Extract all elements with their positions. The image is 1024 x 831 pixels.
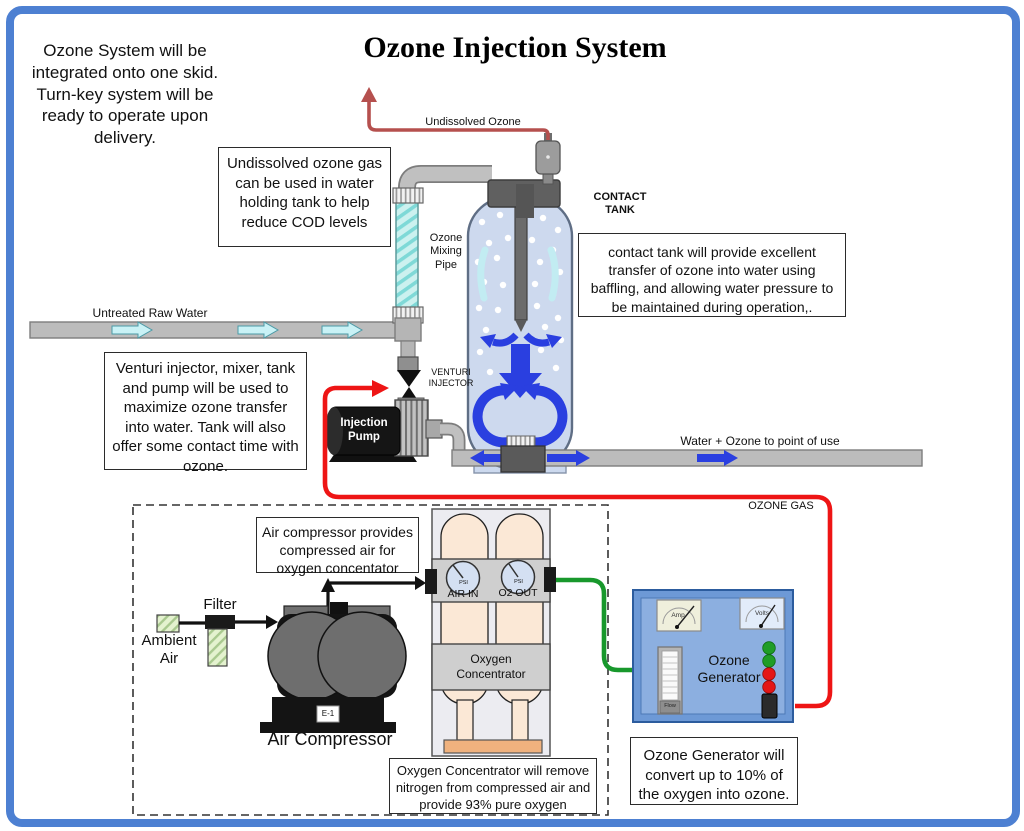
volts-meter bbox=[739, 597, 785, 630]
flow-label: Flow bbox=[664, 703, 676, 709]
generator-note: Ozone Generator will convert up to 10% o… bbox=[630, 737, 798, 805]
injection-pump-label: Injection Pump bbox=[340, 417, 388, 444]
ozone-gas-label: OZONE GAS bbox=[748, 500, 814, 512]
compressor-e1-label: E-1 bbox=[321, 709, 335, 718]
air-in-port bbox=[425, 569, 437, 594]
outlet-flow-arrows bbox=[470, 450, 738, 466]
untreated-raw-water-label: Untreated Raw Water bbox=[92, 306, 208, 320]
page-title: Ozone Injection System bbox=[363, 31, 667, 64]
ozone-mixing-pipe-label: Ozone Mixing Pipe bbox=[429, 232, 463, 271]
flow-meter bbox=[657, 646, 683, 715]
ozone-gas-line bbox=[322, 380, 833, 709]
tank-bottom-fitting bbox=[500, 435, 546, 473]
tank-flow-arrows bbox=[472, 332, 568, 448]
contact-tank-label: CONTACT TANK bbox=[593, 191, 647, 217]
oxygen-line bbox=[556, 577, 634, 673]
amp-label: Amp bbox=[671, 612, 685, 619]
concentrator-note: Oxygen Concentrator will remove nitrogen… bbox=[389, 758, 597, 814]
venturi-injector-label: VENTURI INJECTOR bbox=[428, 367, 474, 388]
led-red-2 bbox=[762, 680, 776, 694]
ozone-generator-label: Ozone Generator bbox=[697, 652, 761, 686]
water-ozone-label: Water + Ozone to point of use bbox=[680, 434, 840, 448]
amp-meter bbox=[656, 599, 702, 632]
ozone-generator bbox=[632, 589, 794, 723]
air-compressor-label: Air Compressor bbox=[267, 729, 393, 749]
air-in-label: AIR IN bbox=[447, 588, 479, 600]
led-green-2 bbox=[762, 654, 776, 668]
air-filter bbox=[205, 615, 278, 667]
tank-cyan-arrow-left bbox=[477, 246, 489, 302]
o2-out-port bbox=[544, 567, 556, 592]
contact-tank-note: contact tank will provide excellent tran… bbox=[578, 233, 846, 317]
ambient-air-intake bbox=[156, 614, 206, 633]
undissolved-ozone-label: Undissolved Ozone bbox=[425, 116, 521, 128]
page-border bbox=[6, 6, 1020, 827]
oxygen-concentrator-label: Oxygen Concentrator bbox=[456, 652, 526, 681]
filter-label: Filter bbox=[203, 596, 237, 613]
skid-boundary bbox=[132, 504, 609, 816]
status-leds bbox=[762, 641, 776, 694]
led-red-1 bbox=[762, 667, 776, 681]
o2-out-psi-label: PSI bbox=[514, 579, 523, 585]
led-green-1 bbox=[762, 641, 776, 655]
name-band bbox=[431, 643, 551, 691]
volts-label: Volts bbox=[754, 610, 770, 617]
tank-top-assembly bbox=[487, 169, 561, 218]
ozone-mixing-pipe bbox=[392, 187, 424, 324]
venturi-note: Venturi injector, mixer, tank and pump w… bbox=[104, 352, 307, 475]
air-compressor bbox=[260, 602, 407, 733]
contact-tank bbox=[466, 194, 574, 474]
intro-note: Ozone System will be integrated onto one… bbox=[31, 41, 219, 147]
injection-pump bbox=[325, 397, 466, 462]
tank-cyan-arrow-right bbox=[547, 246, 559, 302]
o2-out-label: O2 OUT bbox=[498, 587, 538, 599]
air-in-psi-label: PSI bbox=[459, 580, 468, 586]
ambient-air-label: Ambient Air bbox=[141, 632, 197, 668]
raw-water-flow-arrows bbox=[111, 321, 364, 339]
tee-junction bbox=[394, 317, 422, 372]
oxygen-concentrator bbox=[425, 508, 556, 757]
power-switch bbox=[761, 693, 778, 719]
undissolved-ozone-line bbox=[361, 87, 550, 140]
compressor-note: Air compressor provides compressed air f… bbox=[256, 517, 419, 576]
undissolved-ozone-note: Undissolved ozone gas can be used in wat… bbox=[218, 147, 391, 247]
